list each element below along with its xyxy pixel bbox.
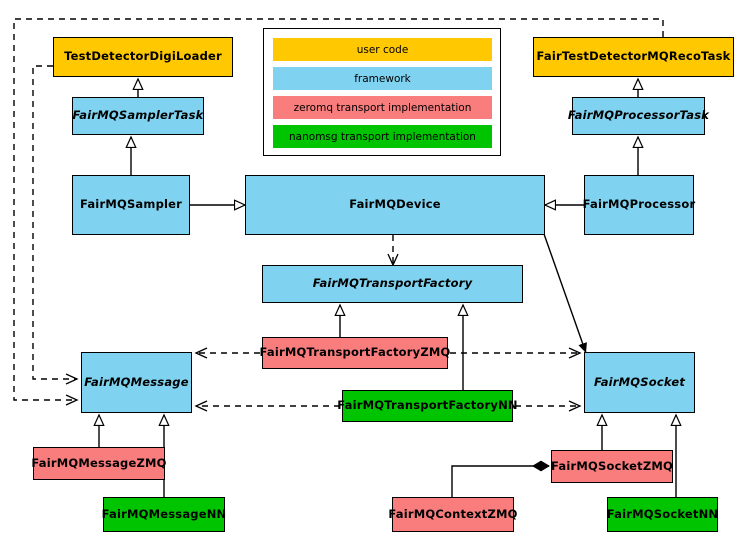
- class-node-fairmqcontextzmq[interactable]: FairMQContextZMQ: [388, 497, 517, 532]
- legend-label-zeromq: zeromq transport implementation: [293, 101, 472, 114]
- legend-item-framework: framework: [273, 67, 492, 90]
- class-node-label: FairMQTransportFactory: [312, 276, 473, 291]
- class-node-label: FairMQMessage: [84, 374, 189, 389]
- legend-item-user-code: user code: [273, 38, 492, 61]
- class-node-fairmqsamplertask[interactable]: FairMQSamplerTask: [72, 97, 204, 135]
- class-node-label: FairMQSamplerTask: [72, 108, 204, 123]
- class-node-fairmqtransportfactory[interactable]: FairMQTransportFactory: [262, 265, 523, 303]
- legend-label-user-code: user code: [356, 43, 409, 56]
- class-node-fairtestdetectormqrecotask[interactable]: FairTestDetectorMQRecoTask: [533, 37, 734, 77]
- class-node-label: FairMQSampler: [79, 197, 183, 212]
- legend: user code framework zeromq transport imp…: [263, 28, 501, 156]
- class-node-label: FairMQTransportFactoryNN: [337, 398, 518, 413]
- legend-label-framework: framework: [354, 72, 411, 85]
- edge-device-socket: [543, 233, 587, 354]
- class-node-fairmqsocketzmq[interactable]: FairMQSocketZMQ: [551, 450, 673, 483]
- class-node-label: FairMQSocketNN: [606, 506, 719, 521]
- class-node-fairmqmessagenn[interactable]: FairMQMessageNN: [101, 497, 227, 532]
- legend-item-nanomsg: nanomsg transport implementation: [273, 125, 492, 148]
- legend-label-nanomsg: nanomsg transport implementation: [289, 130, 476, 143]
- class-node-fairmqprocessortask[interactable]: FairMQProcessorTask: [568, 97, 709, 135]
- class-node-fairmqmessagezmq[interactable]: FairMQMessageZMQ: [31, 447, 167, 480]
- class-node-label: FairMQContextZMQ: [388, 506, 518, 521]
- class-node-testdetectordigiloader[interactable]: TestDetectorDigiLoader: [53, 37, 233, 77]
- class-node-fairmqmessage[interactable]: FairMQMessage: [81, 352, 192, 413]
- class-node-label: FairMQMessageNN: [101, 506, 227, 521]
- class-node-label: FairMQTransportFactoryZMQ: [259, 345, 451, 360]
- class-node-label: FairMQProcessorTask: [567, 108, 710, 123]
- class-node-fairmqsampler[interactable]: FairMQSampler: [72, 175, 190, 235]
- class-node-fairmqsocketnn[interactable]: FairMQSocketNN: [607, 497, 718, 532]
- class-node-fairmqsocket[interactable]: FairMQSocket: [584, 352, 695, 413]
- legend-item-zeromq: zeromq transport implementation: [273, 96, 492, 119]
- class-node-label: FairTestDetectorMQRecoTask: [536, 49, 731, 64]
- class-node-fairmqprocessor[interactable]: FairMQProcessor: [582, 175, 696, 235]
- class-node-label: FairMQMessageZMQ: [31, 455, 167, 470]
- edge-digiloader-message: [32, 65, 77, 379]
- class-node-label: FairMQDevice: [349, 197, 441, 212]
- class-node-label: FairMQProcessor: [582, 197, 696, 212]
- class-node-label: FairMQSocketZMQ: [551, 458, 673, 473]
- class-node-label: FairMQSocket: [593, 374, 686, 389]
- class-node-fairmqtransportfactorynn[interactable]: FairMQTransportFactoryNN: [337, 390, 518, 422]
- class-node-label: TestDetectorDigiLoader: [64, 49, 222, 64]
- edge-socketzmq-contextzmq: [451, 460, 550, 497]
- class-node-fairmqdevice[interactable]: FairMQDevice: [245, 175, 545, 235]
- class-node-fairmqtransportfactoryzmq[interactable]: FairMQTransportFactoryZMQ: [259, 337, 451, 369]
